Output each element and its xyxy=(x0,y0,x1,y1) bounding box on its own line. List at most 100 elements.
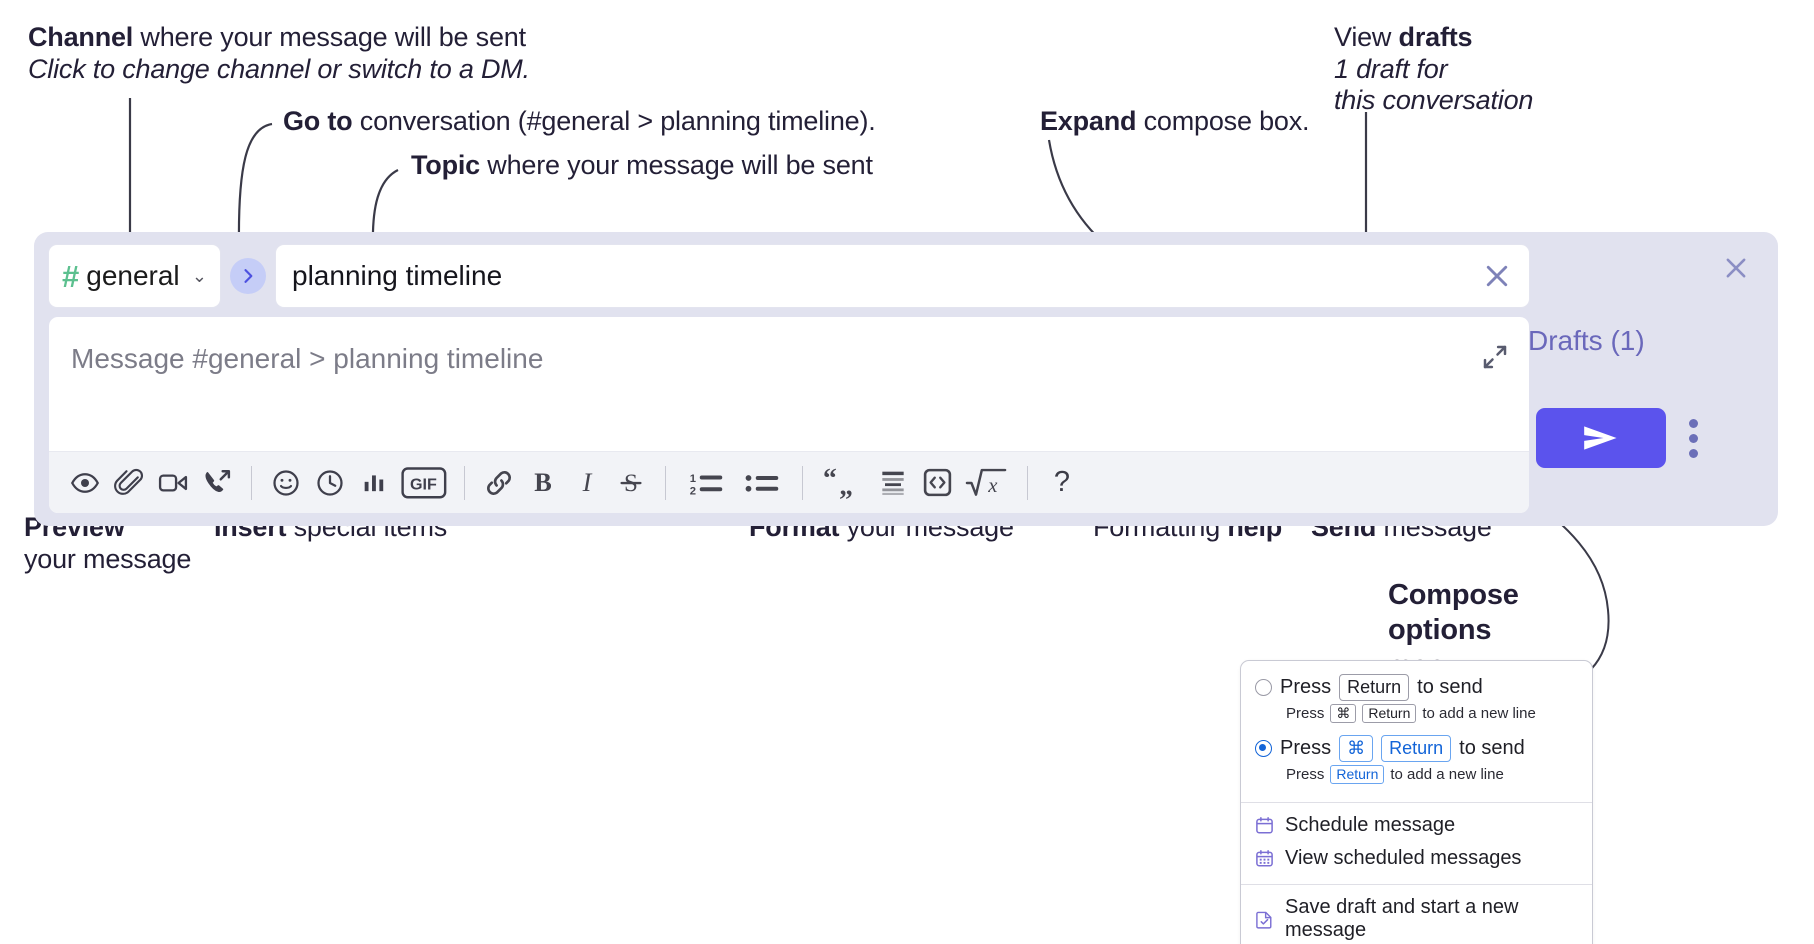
bold-button[interactable]: B xyxy=(521,461,565,505)
chevron-down-icon: ⌄ xyxy=(191,265,207,286)
annotation-compose-bold2: options xyxy=(1388,614,1492,647)
compose-panel: # general ⌄ planning timeline xyxy=(34,232,1778,526)
option-text: Press xyxy=(1286,704,1325,722)
formatting-help-button[interactable]: ? xyxy=(1040,461,1084,505)
svg-text:x: x xyxy=(987,475,998,497)
menu-item-view-scheduled-messages[interactable]: View scheduled messages xyxy=(1241,842,1592,875)
bulleted-list-button[interactable] xyxy=(734,461,790,505)
italic-button[interactable]: I xyxy=(565,461,609,505)
close-panel-button[interactable] xyxy=(1716,248,1756,288)
calendar-grid-icon xyxy=(1256,849,1273,867)
gif-button[interactable]: GIF xyxy=(396,461,452,505)
message-input-box[interactable]: Message #general > planning timeline xyxy=(48,316,1530,514)
attach-button[interactable] xyxy=(107,461,151,505)
svg-text:GIF: GIF xyxy=(410,475,437,493)
send-button[interactable] xyxy=(1536,408,1666,468)
menu-item-label: Save draft and start a new message xyxy=(1285,896,1519,941)
topic-input[interactable]: planning timeline xyxy=(275,244,1530,308)
keyboard-key: ⌘ xyxy=(1339,735,1374,762)
ordered-list-button[interactable]: 1 2 xyxy=(678,461,734,505)
close-icon xyxy=(1486,265,1508,287)
formatting-toolbar: GIF B xyxy=(49,451,1529,513)
clock-icon xyxy=(317,469,343,496)
clear-topic-button[interactable] xyxy=(1479,258,1515,294)
gif-icon: GIF xyxy=(401,466,447,498)
code-block-button[interactable] xyxy=(871,461,915,505)
annotation-drafts: View drafts 1 draft for this conversatio… xyxy=(1334,22,1533,117)
emoji-button[interactable] xyxy=(264,461,308,505)
svg-text:I: I xyxy=(582,468,593,497)
radio-button[interactable] xyxy=(1255,739,1272,757)
svg-text:2: 2 xyxy=(690,485,696,497)
annotation-drafts-plain: View xyxy=(1334,22,1399,52)
video-icon xyxy=(158,473,188,492)
close-icon xyxy=(1726,258,1746,278)
channel-selector[interactable]: # general ⌄ xyxy=(48,244,221,308)
video-clip-button[interactable] xyxy=(151,461,195,505)
send-option-label: Press ⌘Return to send xyxy=(1280,735,1525,762)
send-option-label: Press Return to send xyxy=(1280,674,1483,701)
code-block-icon xyxy=(882,471,904,495)
menu-item-label: Schedule message xyxy=(1285,814,1456,836)
option-text: to send xyxy=(1459,736,1525,759)
poll-button[interactable] xyxy=(352,461,396,505)
link-icon xyxy=(487,470,511,495)
inline-code-button[interactable] xyxy=(915,461,959,505)
menu-item-schedule-message[interactable]: Schedule message xyxy=(1241,809,1592,842)
kebab-dot xyxy=(1688,433,1698,443)
poll-icon xyxy=(364,474,384,491)
channel-name: general xyxy=(86,260,180,291)
goto-conversation-button[interactable] xyxy=(230,258,266,294)
bulleted-list-icon xyxy=(745,474,779,492)
annotation-expand-rest: compose box. xyxy=(1136,106,1310,136)
radio-button[interactable] xyxy=(1255,678,1272,696)
annotation-expand-bold: Expand xyxy=(1040,106,1137,136)
option-text: to add a new line xyxy=(1422,704,1536,722)
annotation-expand: Expand compose box. xyxy=(1040,106,1310,138)
math-button[interactable]: x xyxy=(959,461,1015,505)
svg-text:„: „ xyxy=(839,469,853,499)
option-text: Press xyxy=(1280,736,1332,759)
compose-options-button[interactable] xyxy=(1676,414,1710,462)
hash-icon: # xyxy=(62,258,80,294)
send-option-hint: Press Return to add a new line xyxy=(1286,764,1576,784)
keyboard-key: ⌘ xyxy=(1330,703,1357,723)
audio-clip-button[interactable] xyxy=(195,461,239,505)
toolbar-separator xyxy=(464,465,465,500)
menu-divider xyxy=(1241,884,1592,885)
blockquote-button[interactable]: “ „ xyxy=(815,461,871,505)
compose-header-row: # general ⌄ planning timeline xyxy=(48,244,1530,308)
annotation-goto-rest: conversation (#general > planning timeli… xyxy=(352,106,876,136)
audio-call-icon xyxy=(205,470,230,492)
keyboard-key: Return xyxy=(1362,703,1417,723)
annotation-drafts-italic2: this conversation xyxy=(1334,85,1534,116)
annotation-goto: Go to conversation (#general > planning … xyxy=(283,106,876,138)
annotation-channel: Channel where your message will be sent … xyxy=(28,22,530,85)
strikethrough-icon: S xyxy=(620,470,642,497)
menu-item-save-draft[interactable]: Save draft and start a new message xyxy=(1241,891,1592,944)
drafts-link[interactable]: Drafts (1) xyxy=(1528,325,1645,356)
option-text: Press xyxy=(1280,675,1332,698)
calendar-icon xyxy=(1256,816,1273,834)
expand-compose-button[interactable] xyxy=(1477,339,1513,375)
reminder-button[interactable] xyxy=(308,461,352,505)
inline-code-icon xyxy=(923,468,951,497)
preview-button[interactable] xyxy=(63,461,107,505)
option-row[interactable]: Press Return to send xyxy=(1255,674,1576,701)
message-placeholder: Message #general > planning timeline xyxy=(71,343,544,374)
chevron-right-icon xyxy=(244,269,253,283)
svg-text:B: B xyxy=(534,468,552,497)
emoji-icon xyxy=(273,469,299,496)
option-row[interactable]: Press ⌘Return to send xyxy=(1255,735,1576,762)
annotation-channel-rest: where your message will be sent xyxy=(133,22,526,52)
link-button[interactable] xyxy=(477,461,521,505)
toolbar-separator xyxy=(665,465,666,500)
annotation-channel-italic: Click to change channel or switch to a D… xyxy=(28,53,530,84)
toolbar-separator xyxy=(802,465,803,500)
svg-text:“: “ xyxy=(823,467,837,493)
strikethrough-button[interactable]: S xyxy=(609,461,653,505)
